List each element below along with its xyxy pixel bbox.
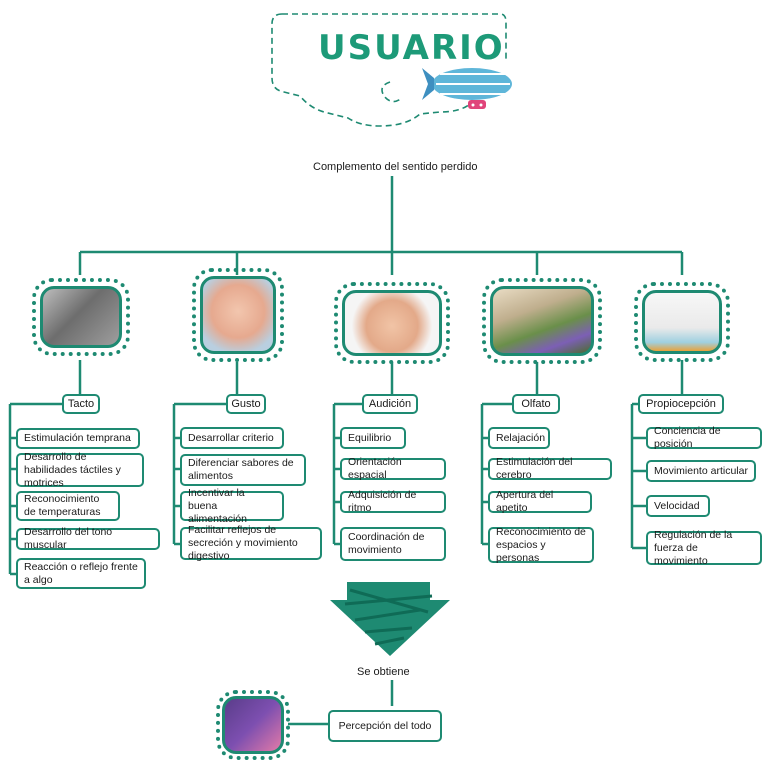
gusto-photo-frame (192, 268, 284, 362)
child-smelling-flowers-photo (490, 286, 594, 356)
olfato-item: Reconocimiento de espacios y personas (488, 526, 594, 564)
sense-gusto: Gusto (226, 394, 266, 414)
tacto-photo-frame (32, 278, 130, 356)
subtitle-label: Complemento del sentido perdido (313, 161, 478, 173)
olfato-item: Relajación (488, 427, 550, 449)
child-listening-photo (342, 290, 442, 356)
audicion-item: Coordinación de movimiento (340, 527, 446, 561)
audicion-item: Adquisición de ritmo (340, 489, 446, 514)
audicion-item: Equilibrio (340, 427, 406, 449)
sense-olfato: Olfato (512, 394, 560, 414)
space-kid-photo (222, 696, 284, 754)
tacto-item: Desarrollo del tono muscular (16, 526, 160, 551)
gusto-item: Desarrollar criterio (180, 427, 284, 449)
tacto-item: Reconocimiento de temperaturas (16, 491, 120, 521)
result-box: Percepción del todo (328, 710, 442, 742)
propiocepcion-item: Velocidad (646, 495, 710, 517)
result-label: Se obtiene (357, 666, 410, 678)
audicion-item: Orientación espacial (340, 456, 446, 481)
olfato-item: Estimulación del cerebro (488, 456, 612, 481)
gusto-item: Diferenciar sabores de alimentos (180, 454, 306, 486)
down-arrow-icon (330, 582, 450, 656)
tacto-item: Desarrollo de habilidades táctiles y mot… (16, 451, 144, 489)
propiocepcion-item: Movimiento articular (646, 460, 756, 482)
propiocepcion-item: Conciencia de posición (646, 425, 762, 450)
children-balance-photo (642, 290, 722, 354)
olfato-photo-frame (482, 278, 602, 364)
sense-tacto: Tacto (62, 394, 100, 414)
sense-propiocepcion: Propiocepción (638, 394, 724, 414)
tacto-item: Reacción o reflejo frente a algo (16, 558, 146, 589)
page-title: USUARIO (318, 28, 505, 68)
sense-audicion: Audición (362, 394, 418, 414)
propiocepcion-item: Regulación de la fuerza de movimiento (646, 529, 762, 567)
baby-eating-photo (200, 276, 276, 354)
propiocepcion-photo-frame (634, 282, 730, 362)
blimp-icon (422, 68, 512, 109)
hands-photo (40, 286, 122, 348)
tacto-item: Estimulación temprana (16, 428, 140, 449)
gusto-item: Incentivar la buena alimentación (180, 487, 284, 525)
olfato-item: Apertura del apetito (488, 489, 592, 514)
gusto-item: Facilitar reflejos de secreción y movimi… (180, 524, 322, 562)
audicion-photo-frame (334, 282, 450, 364)
result-photo-frame (216, 690, 290, 760)
